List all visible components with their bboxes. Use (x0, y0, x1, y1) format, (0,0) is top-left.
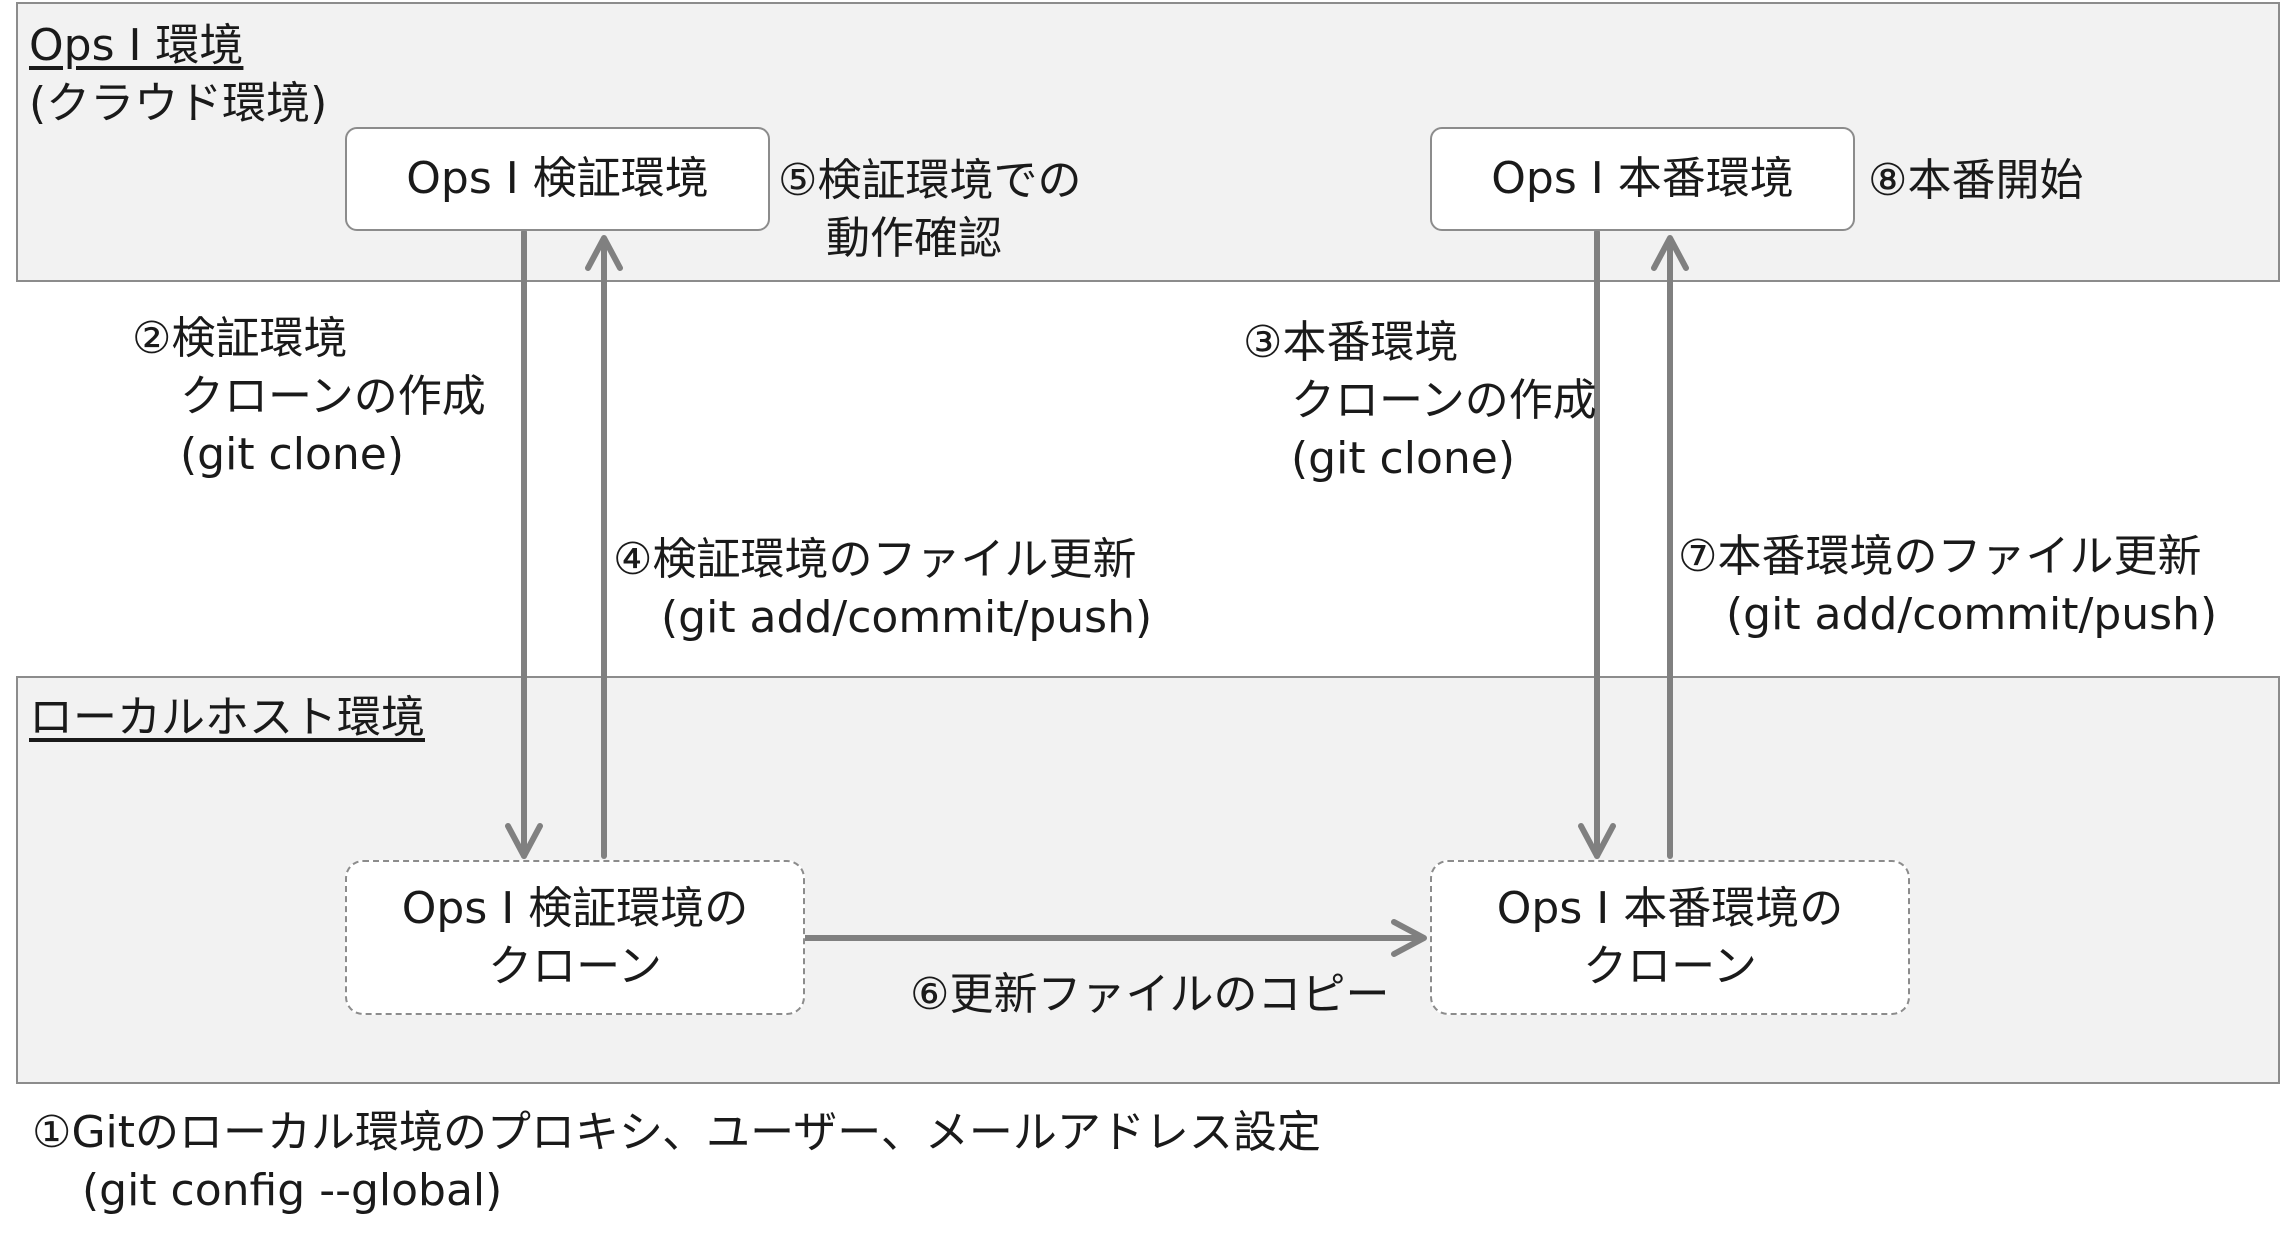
step2-line2: クローンの作成 (180, 371, 486, 422)
prod-clone-box: Ops I 本番環境の クローン (1430, 860, 1910, 1015)
step7-line1: ⑦本番環境のファイル更新 (1678, 531, 2202, 582)
step7-label: ⑦本番環境のファイル更新 (git add/commit/push) (1678, 528, 2217, 644)
local-region-title: ローカルホスト環境 (29, 692, 425, 743)
verify-clone-line2: クローン (488, 940, 662, 992)
verify-clone-line1: Ops I 検証環境の (401, 882, 749, 934)
step1-line1: ①Gitのローカル環境のプロキシ、ユーザー、メールアドレス設定 (32, 1107, 1321, 1158)
arrow-step6-head (1391, 919, 1427, 957)
step4-label: ④検証環境のファイル更新 (git add/commit/push) (613, 531, 1152, 647)
verify-clone-box: Ops I 検証環境の クローン (345, 860, 805, 1015)
step5-label: ⑤検証環境での 動作確認 (778, 152, 1081, 268)
step1-label: ①Gitのローカル環境のプロキシ、ユーザー、メールアドレス設定 (git con… (32, 1104, 1321, 1220)
step4-line1: ④検証環境のファイル更新 (613, 534, 1137, 585)
step7-line2: (git add/commit/push) (1726, 589, 2218, 640)
cloud-region-subtitle: (クラウド環境) (29, 78, 328, 129)
step8-label: ⑧本番開始 (1868, 155, 2084, 206)
prod-clone-line1: Ops I 本番環境の (1496, 882, 1844, 934)
step3-line3: (git clone) (1291, 433, 1516, 484)
prod-env-box: Ops I 本番環境 (1430, 127, 1855, 231)
verify-env-label: Ops I 検証環境 (406, 153, 709, 204)
verify-env-box: Ops I 検証環境 (345, 127, 770, 231)
prod-env-label: Ops I 本番環境 (1491, 153, 1794, 204)
step2-line3: (git clone) (180, 429, 405, 480)
step1-line2: (git config --global) (82, 1165, 503, 1216)
step3-line1: ③本番環境 (1243, 317, 1459, 368)
step5-line1: ⑤検証環境での (778, 155, 1082, 206)
step6-label: ⑥更新ファイルのコピー (910, 969, 1390, 1020)
arrow-step2-head (505, 823, 543, 859)
arrow-step3-head (1578, 823, 1616, 859)
cloud-region-title: Ops I 環境 (29, 20, 244, 71)
step3-line2: クローンの作成 (1291, 375, 1597, 426)
prod-clone-line2: クローン (1583, 940, 1757, 992)
arrow-step4-head (585, 235, 623, 271)
step4-line2: (git add/commit/push) (661, 592, 1153, 643)
step3-label: ③本番環境 クローンの作成 (git clone) (1243, 314, 1597, 488)
step2-line1: ②検証環境 (132, 313, 348, 364)
step5-line2: 動作確認 (826, 213, 1002, 264)
step2-label: ②検証環境 クローンの作成 (git clone) (132, 310, 486, 484)
arrow-step7-head (1651, 235, 1689, 271)
